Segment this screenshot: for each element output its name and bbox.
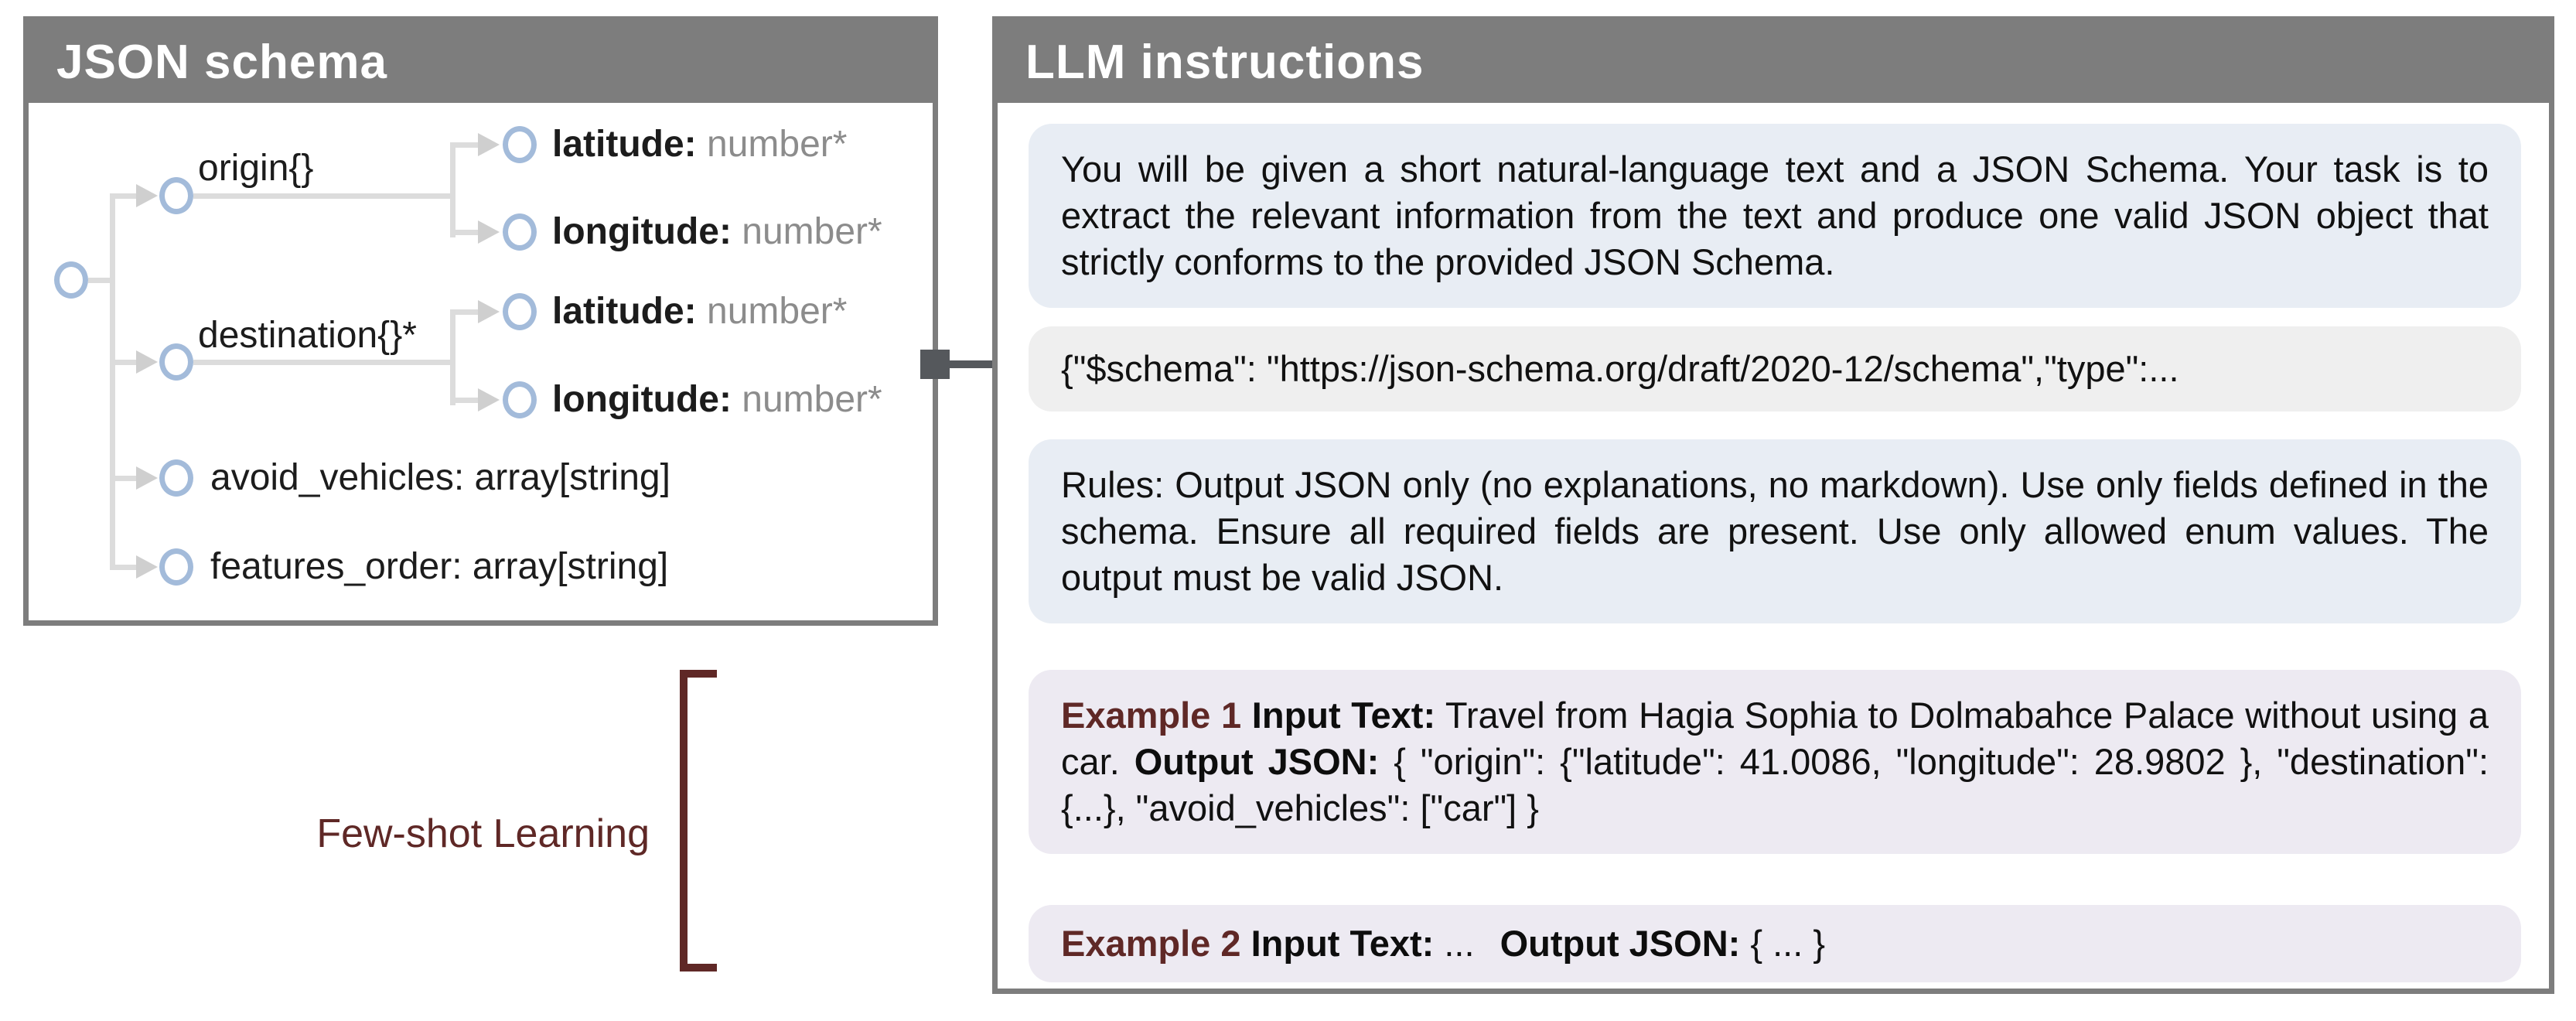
tree-connector [193,193,452,199]
tree-node-destination [159,343,193,381]
tree-node-destination-latitude [503,293,537,330]
bracket-bottom-stub [680,964,717,971]
branch-arrow-icon [136,466,158,490]
schema-json-block: {"$schema": "https://json-schema.org/dra… [1029,326,2521,411]
tree-connector [455,398,478,403]
example1-output-text: { "origin": {"latitude": 41.0086, "longi… [1061,741,2489,828]
example1-block: Example 1 Input Text: Travel from Hagia … [1029,670,2521,854]
example1-input-label: Input Text: [1251,695,1436,736]
llm-instructions-panel-title: LLM instructions [998,22,2549,103]
rules-block: Rules: Output JSON only (no explanations… [1029,439,2521,623]
tree-connector [193,360,452,365]
task-instruction-block: You will be given a short natural-langua… [1029,124,2521,308]
tree-connector [110,193,115,570]
tree-label-origin: origin{} [198,148,314,189]
instruction-blocks: You will be given a short natural-langua… [998,103,2549,982]
example1-label: Example 1 [1061,695,1242,736]
example1-input-text: Travel from Hagia Sophia to Dolmabahce P… [1061,695,2489,782]
schema-json-text: {"$schema": "https://json-schema.org/dra… [1061,348,2179,389]
tree-connector [112,476,137,481]
tree-label-features-order: features_order: array[string] [210,546,669,587]
tree-node-origin-longitude [503,213,537,251]
branch-arrow-icon [136,184,158,207]
tree-label-origin-latitude: latitude: number* [552,124,848,165]
tree-node-features-order [159,548,193,586]
tree-connector [450,142,455,237]
bracket-vertical [680,670,688,971]
branch-arrow-icon [136,350,158,374]
tree-connector [450,309,455,405]
branch-arrow-icon [478,388,500,411]
json-schema-panel: JSON schema [23,16,938,626]
example2-row: Example 2 Input Text: ... Output JSON: {… [1061,920,1825,967]
branch-arrow-icon [136,555,158,579]
example2-output-label: Output JSON: [1500,923,1741,964]
tree-label-destination-latitude: latitude: number* [552,291,848,332]
tree-label-destination-longitude: longitude: number* [552,379,882,420]
tree-node-origin-latitude [503,126,537,163]
tree-connector [112,193,137,199]
tree-connector [455,142,478,148]
tree-connector [88,278,115,283]
arrow-line [934,360,1012,368]
example2-block: Example 2 Input Text: ... Output JSON: {… [1029,905,2521,982]
tree-label-destination: destination{}* [198,315,417,356]
tree-label-avoid-vehicles: avoid_vehicles: array[string] [210,457,670,498]
json-schema-panel-title: JSON schema [29,22,933,103]
tree-node-root [54,261,88,299]
example1-output-label: Output JSON: [1134,741,1380,782]
example2-input-text: ... [1444,923,1475,964]
example2-output-text: { ... } [1750,923,1826,964]
example2-label: Example 2 [1061,923,1241,964]
tree-connector [455,309,478,315]
tree-node-destination-longitude [503,381,537,418]
tree-node-avoid-vehicles [159,459,193,497]
branch-arrow-icon [478,220,500,244]
branch-arrow-icon [478,133,500,156]
example2-input-label: Input Text: [1250,923,1435,964]
branch-arrow-icon [478,300,500,323]
tree-connector [455,230,478,235]
bracket-top-stub [680,670,717,678]
tree-connector [112,565,137,570]
tree-label-origin-longitude: longitude: number* [552,211,882,252]
few-shot-label: Few-shot Learning [316,811,650,856]
tree-node-origin [159,177,193,214]
llm-instructions-panel: LLM instructions You will be given a sho… [992,16,2554,994]
tree-connector [112,360,137,365]
